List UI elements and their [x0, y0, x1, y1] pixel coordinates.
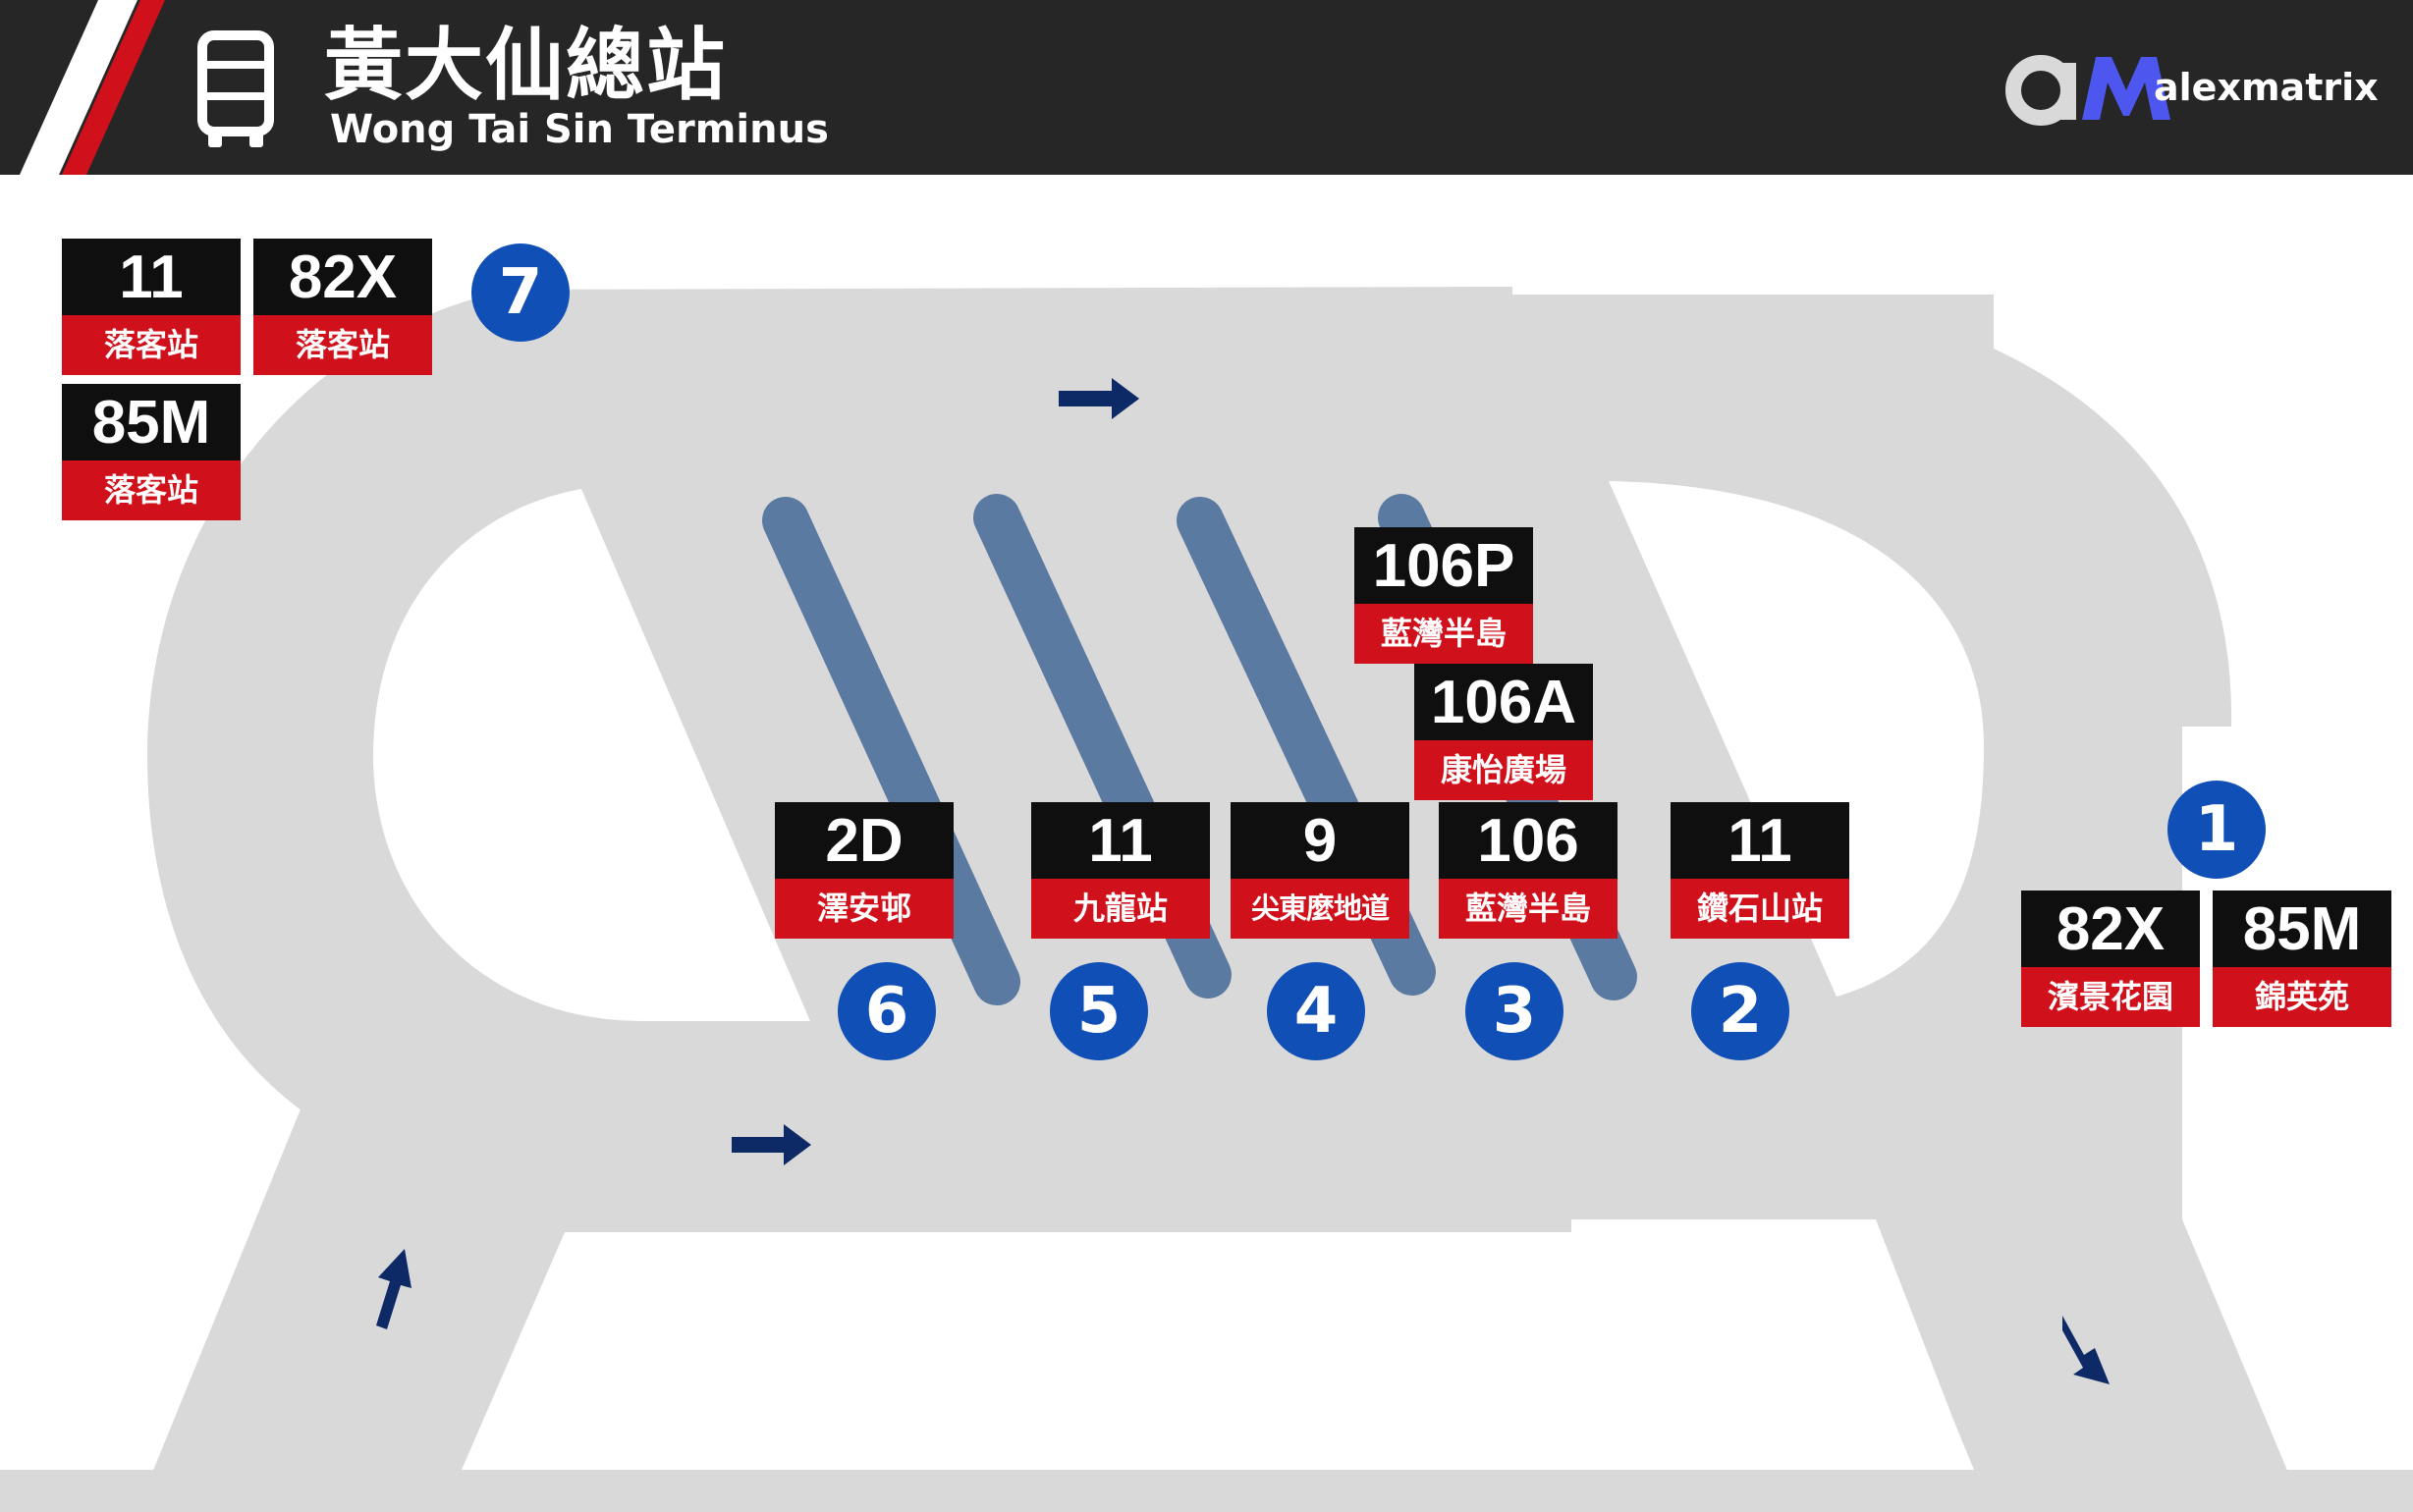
route-destination: 鑽石山站 — [1671, 879, 1849, 939]
route-number: 11 — [62, 239, 241, 315]
route-number: 106 — [1439, 802, 1618, 879]
road-bottom-strip — [0, 1470, 2413, 1512]
route-sign-85m-drop-off: 85M 落客站 — [62, 384, 241, 520]
page-title-english: Wong Tai Sin Terminus — [330, 107, 829, 152]
bay-marker-1: 1 — [2167, 781, 2266, 879]
bay-marker-2: 2 — [1691, 962, 1789, 1060]
island-left — [373, 489, 810, 1021]
route-sign-11-diamond-hill: 11 鑽石山站 — [1671, 802, 1849, 939]
route-sign-82x-drop-off: 82X 落客站 — [253, 239, 432, 375]
route-destination: 康怡廣場 — [1414, 740, 1593, 800]
island-right — [1609, 481, 1984, 997]
route-destination: 落客站 — [253, 315, 432, 375]
route-destination: 九龍站 — [1031, 879, 1210, 939]
route-sign-11-kowloon: 11 九龍站 — [1031, 802, 1210, 939]
brand-name: alexmatrix — [2154, 66, 2379, 109]
route-destination: 錦英苑 — [2213, 967, 2391, 1027]
islands — [373, 481, 1984, 1470]
route-sign-11-drop-off: 11 落客站 — [62, 239, 241, 375]
arrow-right-top-icon — [1059, 378, 1139, 419]
route-sign-2d: 2D 澤安邨 — [775, 802, 954, 939]
bay-marker-4: 4 — [1267, 962, 1365, 1060]
route-destination: 尖東麼地道 — [1231, 879, 1409, 939]
alexmatrix-logo — [2005, 55, 2170, 126]
route-number: 85M — [62, 384, 241, 460]
route-sign-9: 9 尖東麼地道 — [1231, 802, 1409, 939]
header-bar: 黃大仙總站 Wong Tai Sin Terminus alexmatrix — [0, 0, 2413, 175]
island-bottom — [462, 1232, 1974, 1470]
route-destination: 藍灣半島 — [1354, 604, 1533, 664]
route-number: 11 — [1671, 802, 1849, 879]
route-sign-106a: 106A 康怡廣場 — [1414, 664, 1593, 800]
bus-icon — [197, 30, 274, 147]
road-exit — [1876, 1219, 2288, 1473]
route-number: 106P — [1354, 527, 1533, 604]
route-number: 82X — [2021, 891, 2200, 967]
road-entrance — [152, 1100, 575, 1473]
arrow-right-bottom-icon — [732, 1124, 811, 1165]
direction-arrows — [376, 378, 2110, 1384]
route-number: 9 — [1231, 802, 1409, 879]
route-number: 106A — [1414, 664, 1593, 740]
route-sign-106: 106 藍灣半島 — [1439, 802, 1618, 939]
route-number: 2D — [775, 802, 954, 879]
route-number: 85M — [2213, 891, 2391, 967]
route-sign-82x: 82X 濱景花園 — [2021, 891, 2200, 1027]
route-sign-106p: 106P 藍灣半島 — [1354, 527, 1533, 664]
bay-marker-7: 7 — [471, 243, 570, 342]
route-number: 11 — [1031, 802, 1210, 879]
route-destination: 落客站 — [62, 315, 241, 375]
route-destination: 藍灣半島 — [1439, 879, 1618, 939]
route-destination: 濱景花園 — [2021, 967, 2200, 1027]
bay-marker-3: 3 — [1465, 962, 1563, 1060]
bay-marker-5: 5 — [1050, 962, 1148, 1060]
platform-1 — [762, 497, 1020, 1005]
route-sign-85m: 85M 錦英苑 — [2213, 891, 2391, 1027]
route-number: 82X — [253, 239, 432, 315]
page-title-chinese: 黃大仙總站 — [324, 20, 727, 111]
route-destination: 落客站 — [62, 460, 241, 520]
header-stripes — [20, 0, 165, 175]
arrow-down-icon — [2062, 1316, 2110, 1384]
arrow-up-icon — [376, 1249, 411, 1329]
route-destination: 澤安邨 — [775, 879, 954, 939]
bay-marker-6: 6 — [838, 962, 936, 1060]
